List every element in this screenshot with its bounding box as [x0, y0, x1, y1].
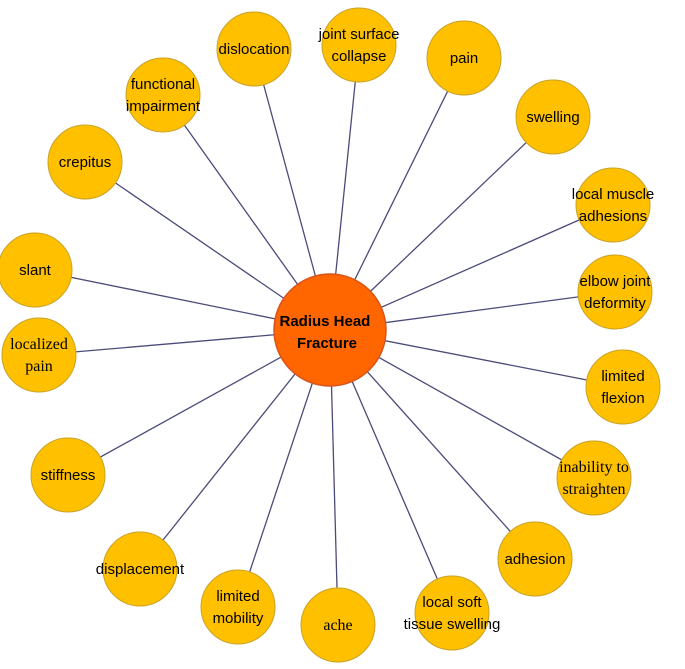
node-label-line-local-soft-tissue-swelling-1: local soft — [422, 594, 482, 611]
node-local-soft-tissue-swelling: local soft tissue swelling — [404, 575, 501, 651]
node-elbow-joint-deformity: elbow joint deformity — [577, 254, 653, 330]
node-adhesion: adhesion — [497, 521, 573, 597]
node-displacement: displacement — [96, 531, 185, 607]
node-label-line-localized-pain-1: localized — [10, 336, 68, 353]
node-label-joint-surface-collapse: joint surface collapse — [318, 26, 400, 65]
node-functional-impairment: functional impairment — [125, 57, 201, 133]
satellite-nodes: joint surface collapse pain swelling local m… — [0, 7, 661, 663]
node-circle-slant — [0, 232, 73, 308]
center-label-line-2: Fracture — [297, 335, 357, 352]
node-label-line-joint-surface-collapse-2: collapse — [331, 48, 386, 65]
node-slant: slant — [0, 232, 73, 308]
center-node: Radius Head Fracture — [273, 273, 387, 387]
node-limited-mobility: limited mobility — [200, 569, 276, 645]
node-label-localized-pain: localized pain — [10, 336, 68, 375]
node-stiffness: stiffness — [30, 437, 106, 513]
node-circle-limited-mobility — [200, 569, 276, 645]
node-label-functional-impairment: functional impairment — [126, 76, 201, 115]
node-circle-adhesion — [497, 521, 573, 597]
node-limited-flexion: limited flexion — [585, 349, 661, 425]
node-circle-local-soft-tissue-swelling — [414, 575, 490, 651]
node-label-line-inability-to-straighten-1: inability to — [559, 459, 629, 476]
node-label-line-crepitus-1: crepitus — [59, 154, 112, 171]
node-label-line-local-muscle-adhesions-2: adhesions — [579, 208, 647, 225]
node-label-line-ache-1: ache — [323, 617, 352, 634]
node-circle-pain — [426, 20, 502, 96]
node-circle-joint-surface-collapse — [321, 7, 397, 83]
node-circle-functional-impairment — [125, 57, 201, 133]
node-circle-stiffness — [30, 437, 106, 513]
node-label-local-soft-tissue-swelling: local soft tissue swelling — [404, 594, 501, 633]
node-label-displacement: displacement — [96, 561, 185, 578]
node-local-muscle-adhesions: local muscle adhesions — [572, 167, 655, 243]
node-label-slant: slant — [19, 262, 52, 279]
node-label-line-functional-impairment-2: impairment — [126, 98, 201, 115]
node-label-line-limited-flexion-1: limited — [601, 368, 644, 385]
node-circle-swelling — [515, 79, 591, 155]
node-label-line-local-soft-tissue-swelling-2: tissue swelling — [404, 616, 501, 633]
node-label-line-slant-1: slant — [19, 262, 52, 279]
node-swelling: swelling — [515, 79, 591, 155]
node-circle-inability-to-straighten — [556, 440, 632, 516]
node-label-line-pain-1: pain — [450, 50, 478, 67]
node-label-dislocation: dislocation — [219, 41, 290, 58]
node-label-stiffness: stiffness — [41, 467, 96, 484]
node-label-line-adhesion-1: adhesion — [505, 551, 566, 568]
center-label-line-1: Radius Head — [279, 313, 370, 330]
node-label-line-joint-surface-collapse-1: joint surface — [318, 26, 400, 43]
center-circle — [273, 273, 387, 387]
node-joint-surface-collapse: joint surface collapse — [318, 7, 400, 83]
node-label-line-stiffness-1: stiffness — [41, 467, 96, 484]
node-label-line-local-muscle-adhesions-1: local muscle — [572, 186, 655, 203]
node-localized-pain: localized pain — [1, 317, 77, 393]
node-label-line-displacement-1: displacement — [96, 561, 185, 578]
node-label-line-limited-mobility-1: limited — [216, 588, 259, 605]
node-label-inability-to-straighten: inability to straighten — [559, 459, 629, 498]
node-label-line-elbow-joint-deformity-1: elbow joint — [580, 273, 652, 290]
center-label: Radius Head Fracture — [279, 313, 374, 352]
node-circle-local-muscle-adhesions — [575, 167, 651, 243]
node-label-line-localized-pain-2: pain — [25, 358, 53, 375]
node-circle-elbow-joint-deformity — [577, 254, 653, 330]
node-label-line-swelling-1: swelling — [526, 109, 579, 126]
node-label-line-functional-impairment-1: functional — [131, 76, 195, 93]
node-label-local-muscle-adhesions: local muscle adhesions — [572, 186, 655, 225]
node-label-ache: ache — [323, 617, 352, 634]
node-label-adhesion: adhesion — [505, 551, 566, 568]
node-label-line-limited-mobility-2: mobility — [213, 610, 264, 627]
node-label-line-limited-flexion-2: flexion — [601, 390, 644, 407]
node-label-swelling: swelling — [526, 109, 579, 126]
node-label-line-elbow-joint-deformity-2: deformity — [584, 295, 646, 312]
node-circle-displacement — [102, 531, 178, 607]
node-circle-limited-flexion — [585, 349, 661, 425]
node-circle-crepitus — [47, 124, 123, 200]
node-label-limited-mobility: limited mobility — [213, 588, 264, 627]
node-circle-dislocation — [216, 11, 292, 87]
node-circle-ache — [300, 587, 376, 663]
node-label-crepitus: crepitus — [59, 154, 112, 171]
node-inability-to-straighten: inability to straighten — [556, 440, 632, 516]
node-label-elbow-joint-deformity: elbow joint deformity — [580, 273, 652, 312]
node-circle-localized-pain — [1, 317, 77, 393]
node-crepitus: crepitus — [47, 124, 123, 200]
node-label-line-inability-to-straighten-2: straighten — [562, 481, 625, 498]
node-ache: ache — [300, 587, 376, 663]
node-pain: pain — [426, 20, 502, 96]
node-label-pain: pain — [450, 50, 478, 67]
node-dislocation: dislocation — [216, 11, 292, 87]
node-label-limited-flexion: limited flexion — [601, 368, 644, 407]
node-label-line-dislocation-1: dislocation — [219, 41, 290, 58]
